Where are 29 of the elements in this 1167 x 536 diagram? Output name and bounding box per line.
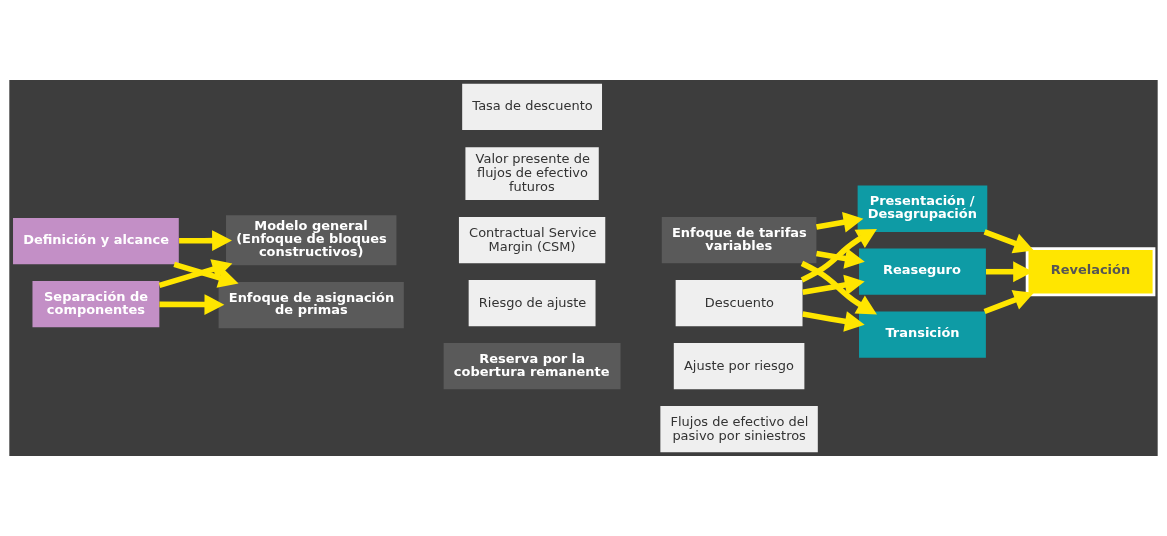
arrow — [802, 311, 865, 332]
arrow — [983, 290, 1034, 315]
node-box: Reaseguro — [859, 248, 986, 295]
node-box: Valor presente de flujos de efectivo futuros — [465, 147, 599, 200]
node-box: Reserva por la cobertura remanente — [443, 343, 621, 390]
node-box: Presentación / Desagrupación — [857, 185, 988, 232]
node-box: Enfoque de tarifas variables — [661, 217, 817, 264]
node-box: Definición y alcance — [13, 218, 179, 265]
arrow — [800, 260, 877, 315]
arrow — [800, 229, 877, 283]
node-box: Modelo general (Enfoque de bloques constructivos) — [226, 215, 397, 266]
node-box: Transición — [859, 311, 986, 358]
node-box: Enfoque de asignación de primas — [218, 281, 404, 329]
node-box: Descuento — [675, 280, 803, 327]
node-box: Separación de componentes — [32, 280, 160, 328]
arrow — [173, 261, 239, 288]
node-box: Contractual Service Margin (CSM) — [458, 217, 606, 264]
node-box: Ajuste por riesgo — [673, 343, 805, 390]
arrow — [816, 211, 864, 233]
node-box: Tasa de descuento — [462, 83, 602, 130]
arrow — [179, 230, 232, 252]
arrow — [983, 229, 1034, 254]
node-box: Revelación — [1025, 247, 1156, 297]
node-box: Flujos de efectivo del pasivo por siniestros — [660, 406, 818, 453]
arrow — [816, 248, 865, 269]
arrow — [158, 259, 233, 289]
arrow — [802, 274, 865, 296]
arrow — [159, 294, 225, 315]
node-box: Riesgo de ajuste — [468, 280, 596, 327]
